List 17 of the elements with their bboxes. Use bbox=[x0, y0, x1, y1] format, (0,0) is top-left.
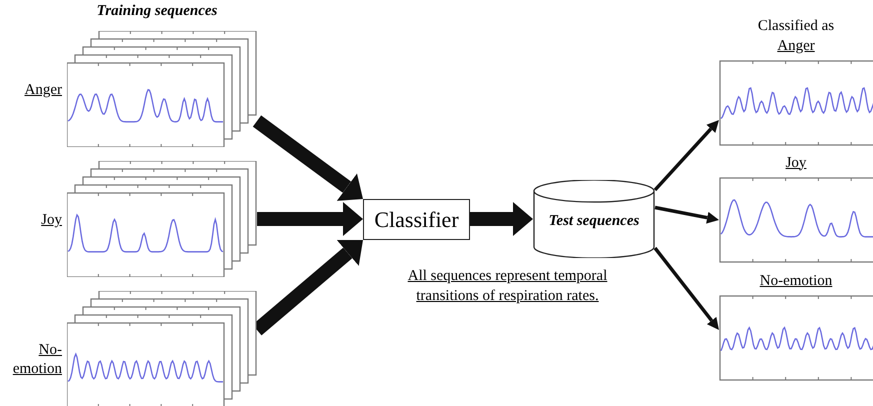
process-box: Classifier bbox=[363, 199, 470, 240]
arrow bbox=[470, 202, 533, 236]
node-text: Test sequences bbox=[548, 212, 640, 230]
arrow bbox=[252, 115, 363, 201]
class-label: Joy bbox=[40, 211, 62, 230]
class-label: Joy bbox=[784, 154, 808, 172]
class-label: Anger bbox=[24, 81, 62, 100]
class-label: No-emotion bbox=[758, 272, 834, 290]
arrow bbox=[257, 202, 363, 236]
note-text: All sequences represent temporal transitions of respiration rates. bbox=[406, 267, 608, 306]
arrow bbox=[654, 120, 719, 192]
class-label: No-emotion bbox=[12, 341, 62, 378]
arrow bbox=[654, 246, 719, 330]
class-label: Anger bbox=[776, 36, 816, 56]
result-heading: Classified as bbox=[756, 17, 836, 36]
figure-title: Training sequences bbox=[96, 3, 218, 20]
arrow bbox=[654, 206, 719, 224]
